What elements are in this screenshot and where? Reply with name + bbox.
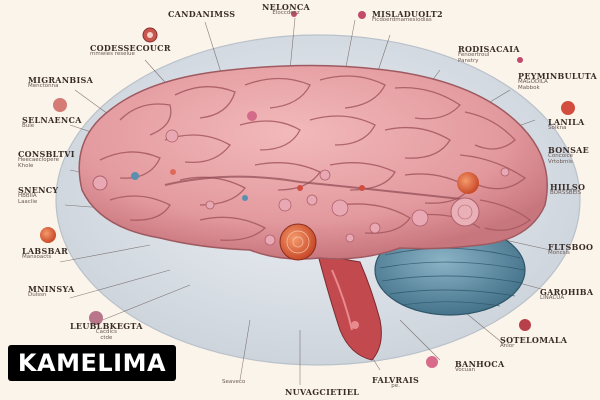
label-top-a: CANDANIMSS: [168, 9, 236, 19]
label-right-6: GAROHIBA LINACUA: [540, 288, 593, 302]
label-subtitle: Dulssn: [28, 292, 47, 299]
label-left-3: CONSBLTVI Heecaeclopere Khole: [18, 150, 75, 170]
label-subtitle: Mansoacts: [22, 254, 52, 261]
label-bottom-2: BANHOCA Vocuan: [455, 360, 504, 374]
label-subtitle: Vocuan: [455, 367, 476, 374]
label-subtitle: Fenoertroul Panstry: [458, 52, 490, 65]
label-bottom-4: NUVAGCIETIEL: [285, 387, 360, 397]
label-left-2: SELNAENCA Bule: [22, 116, 82, 130]
label-title: CONSBLTVI: [18, 149, 75, 159]
label-subtitle: Bule: [22, 123, 35, 130]
label-title: RODISACAIA: [458, 44, 520, 54]
label-bottom-3: FALVRAIS pe.: [372, 376, 419, 390]
label-title: NELONCA: [262, 2, 310, 12]
label-left-7: LEUBLBKEGTA Cacdics ctde: [70, 322, 143, 342]
label-title: FALVRAIS: [372, 375, 420, 385]
label-markers: [40, 11, 575, 368]
label-subtitle: Menctonna: [28, 83, 59, 90]
orange-node: [279, 223, 317, 261]
label-right-1: PEYMINBULUTA MAGODILA Mabbok: [518, 72, 597, 92]
label-title: SNENCY: [18, 185, 59, 195]
brain-nodes: [92, 111, 510, 329]
label-subtitle: Concoice Vrtobmis: [548, 153, 574, 166]
label-title: MNINSYA: [28, 284, 75, 294]
label-left-5: LABSBAR Mansoacts: [22, 247, 68, 261]
label-title: HIILSO: [550, 182, 586, 192]
label-top-b: NELONCA Eloccdecz: [262, 3, 310, 17]
label-subtitle: pe.: [391, 383, 400, 390]
label-title: NUVAGCIETIEL: [285, 387, 360, 397]
label-title: FLTSBOO: [548, 242, 594, 252]
gyri-folds: [99, 75, 532, 241]
label-subtitle: Anlor: [500, 343, 515, 350]
label-bottom-1: SOTELOMALA Anlor: [500, 336, 567, 350]
label-subtitle: HBBIIA Laaclie: [18, 193, 38, 206]
label-subtitle: Cacdics ctde: [95, 329, 117, 342]
label-subtitle: Soikna: [548, 125, 567, 132]
cerebrum: [78, 64, 548, 260]
label-subtitle: BORSSBEIS: [550, 190, 582, 197]
label-right-3: BONSAE Concoice Vrtobmis: [548, 146, 589, 166]
label-subtitle: LINACUA: [540, 295, 565, 302]
label-title: LANILA: [548, 117, 585, 127]
label-title: BONSAE: [548, 145, 590, 155]
label-right-2: LANILA Soikna: [548, 118, 585, 132]
logo-text: KAMELIMA: [17, 349, 167, 377]
label-title: CANDANIMSS: [168, 9, 236, 19]
label-right-5: FLTSBOO Moncsis: [548, 243, 593, 257]
label-subtitle: mmwies reselue: [90, 51, 135, 58]
label-bottom-5: Seaveco: [222, 379, 246, 386]
label-subtitle: Ficdoerdmamesiodias: [372, 17, 432, 24]
label-title: GAROHIBA: [540, 287, 594, 297]
label-title: LEUBLBKEGTA: [70, 321, 143, 331]
label-title: CODESSECOUCR: [90, 43, 171, 53]
label-title: LABSBAR: [22, 246, 69, 256]
label-subtitle: Seaveco: [222, 379, 246, 385]
label-right-4: HIILSO BORSSBEIS: [550, 183, 585, 197]
label-title: PEYMINBULUTA: [518, 71, 597, 81]
kamelima-logo: KAMELIMA: [8, 345, 176, 381]
label-subtitle: Heecaeclopere Khole: [18, 157, 59, 170]
brainstem: [317, 254, 382, 361]
label-title: BANHOCA: [455, 359, 505, 369]
label-left-4: SNENCY HBBIIA Laaclie: [18, 186, 58, 206]
label-upper-left: CODESSECOUCR mmwies reselue: [90, 44, 171, 58]
label-upper-right: RODISACAIA Fenoertroul Panstry: [458, 45, 520, 65]
label-title: MIGRANBISA: [28, 75, 94, 85]
label-title: SOTELOMALA: [500, 335, 568, 345]
label-left-6: MNINSYA Dulssn: [28, 285, 75, 299]
label-title: MISLADUOLT2: [372, 9, 443, 19]
label-subtitle: Moncsis: [548, 250, 570, 257]
label-subtitle: MAGODILA Mabbok: [518, 79, 548, 92]
label-title: SELNAENCA: [22, 115, 82, 125]
label-subtitle: Eloccdecz: [272, 10, 300, 17]
label-left-1: MIGRANBISA Menctonna: [28, 76, 93, 90]
label-top-c: MISLADUOLT2 Ficdoerdmamesiodias: [372, 10, 443, 24]
